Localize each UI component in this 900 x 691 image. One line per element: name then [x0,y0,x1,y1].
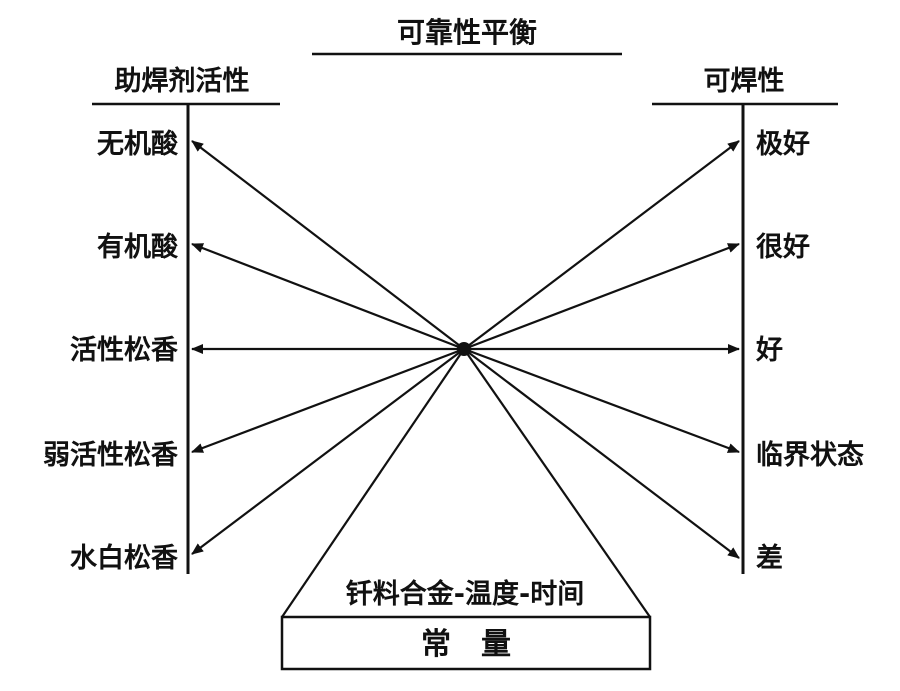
arrow-to-left-item [191,347,465,454]
right-axis-item: 好 [755,335,783,366]
right-axis-item: 极好 [756,129,810,160]
constant-box-label: 常量 [421,627,541,662]
pivot-support-right [463,348,651,618]
arrow-to-right-item [463,140,740,350]
right-axis-item: 很好 [756,232,810,263]
left-axis-item: 有机酸 [97,232,179,263]
constant-box [280,615,652,671]
arrow-to-right-item [463,348,740,559]
right-axis-item: 临界状态 [756,439,864,471]
left-axis-item: 无机酸 [97,129,179,160]
arrow-to-right-item [463,242,740,351]
arrow-to-left-item [191,348,465,555]
diagram-title: 可靠性平衡 [397,16,537,49]
left-axis-item: 活性松香 [70,335,178,366]
right-axis-title: 可焊性 [704,66,785,97]
pivot-support-left [281,348,465,618]
pivot-point [457,342,471,356]
left-axis-title: 助焊剂活性 [115,66,250,97]
arrow-to-left-item [191,140,465,350]
arrow-to-left-item [191,242,465,351]
base-label: 钎料合金-温度-时间 [346,578,584,610]
right-axis-item: 差 [756,542,783,574]
left-axis-item: 水白松香 [70,542,178,574]
arrow-to-right-item [463,347,740,454]
left-axis-item: 弱活性松香 [43,440,178,471]
